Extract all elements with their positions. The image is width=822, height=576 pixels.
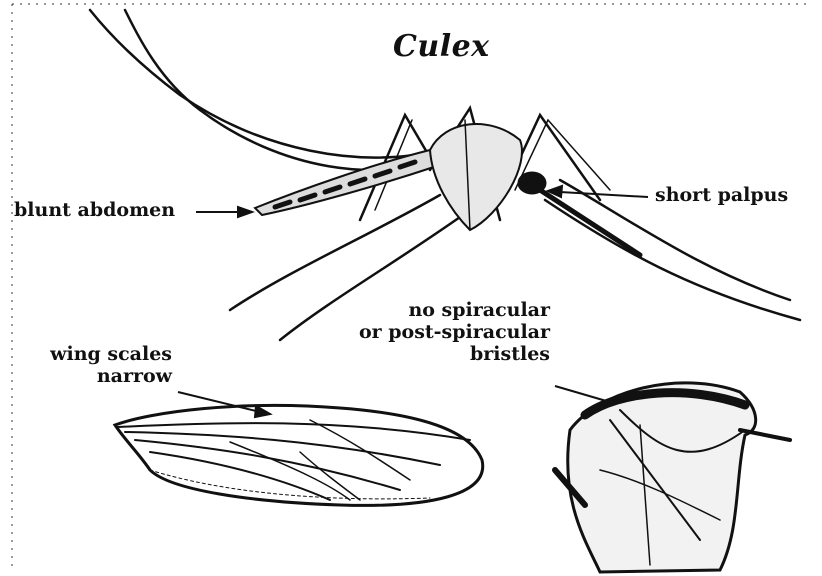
wing-vein (150, 452, 330, 500)
wing (115, 405, 483, 505)
label-short-palpus: short palpus (655, 184, 788, 206)
label-bristles-line3: bristles (330, 343, 550, 365)
label-blunt-abdomen: blunt abdomen (14, 199, 175, 221)
hind-leg-left-1 (90, 10, 440, 158)
proboscis (540, 190, 640, 255)
label-bristles-line2: or post-spiracular (330, 321, 550, 343)
label-no-spiracular-bristles: no spiracular or post-spiracular bristle… (330, 299, 550, 365)
thorax-side-view (555, 383, 790, 572)
figure-title: Culex (393, 30, 490, 64)
label-bristles-line1: no spiracular (330, 299, 550, 321)
label-wing-scales: wing scales narrow (24, 343, 172, 387)
thorax (430, 124, 522, 230)
label-wing-scales-line2: narrow (24, 365, 172, 387)
label-wing-scales-line1: wing scales (24, 343, 172, 365)
wing-vein (118, 423, 470, 440)
